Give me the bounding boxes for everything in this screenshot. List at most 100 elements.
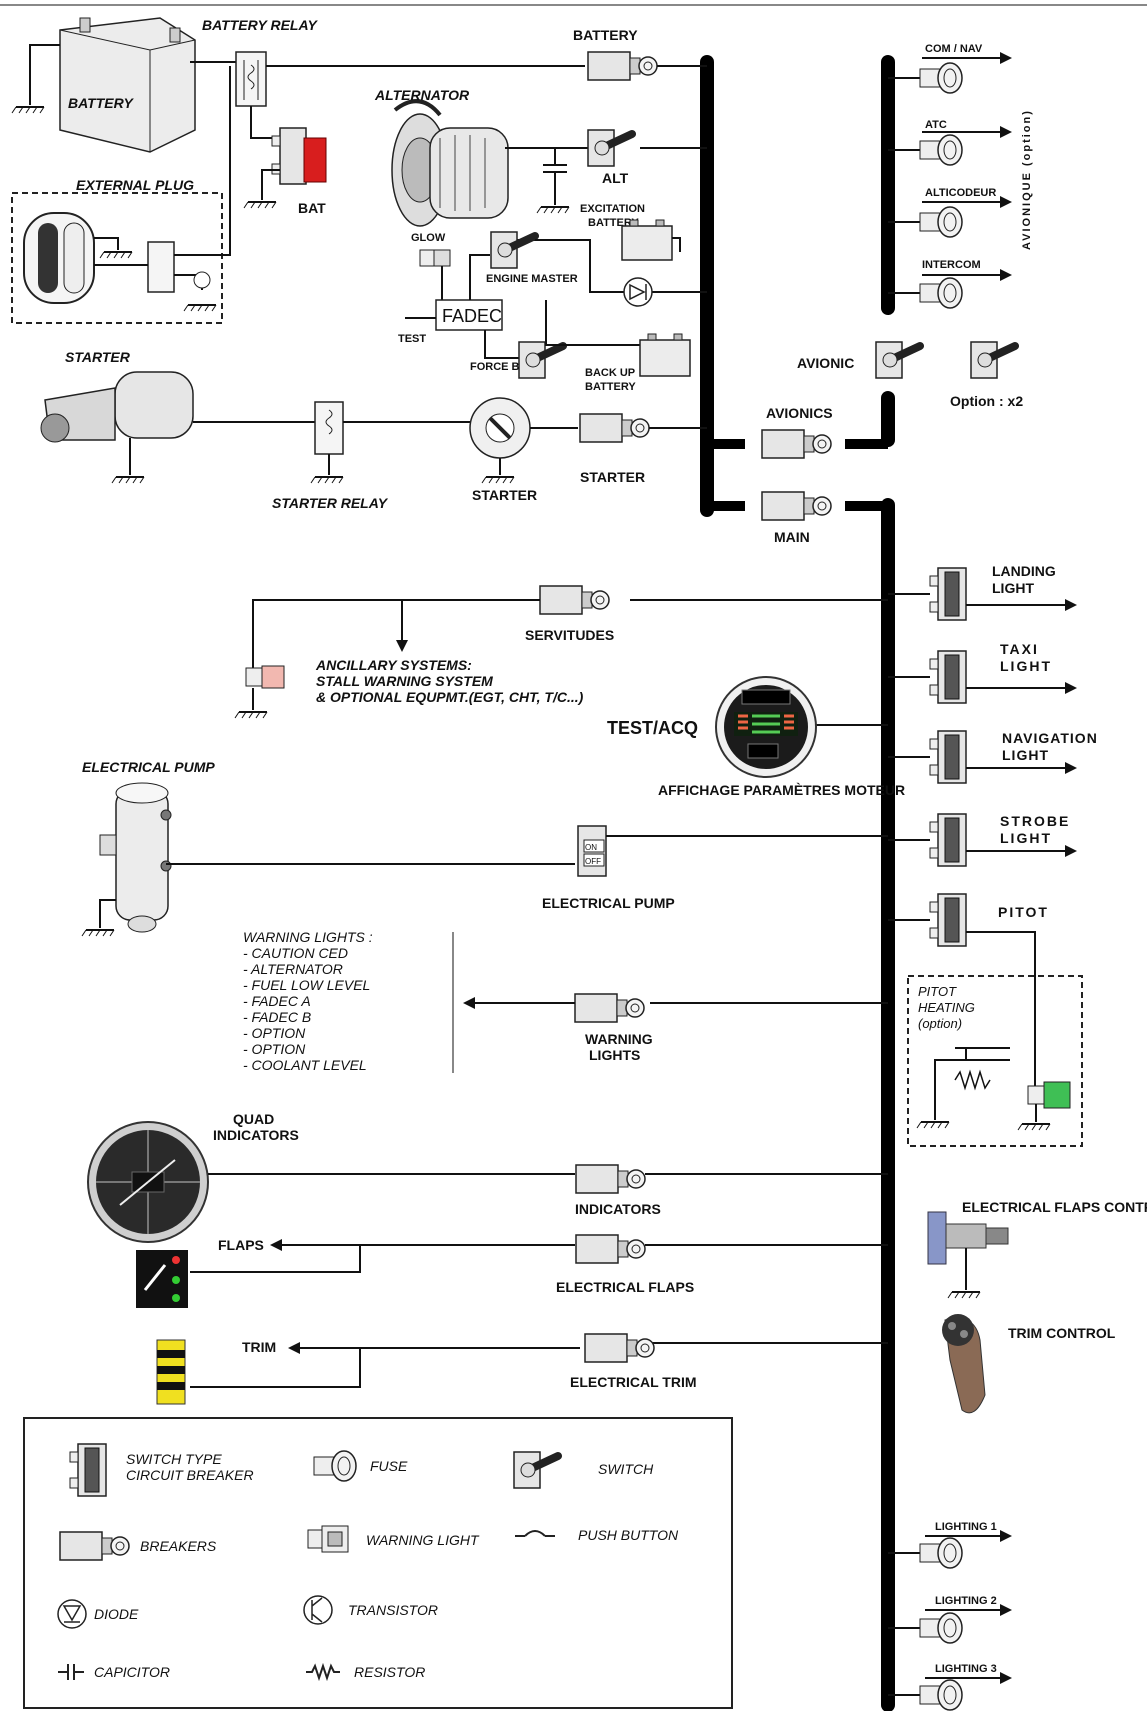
landing-label-1: LANDING [992,563,1056,579]
trim-indicator-wire [190,1348,361,1388]
trim-arrow [288,1342,300,1354]
main-breaker[interactable] [761,491,832,521]
warning-lights-breaker[interactable] [574,993,645,1023]
atc-label: ATC [925,119,947,131]
backup-battery-label-1: BACK UP [585,367,635,379]
bat-switch-label: BAT [298,200,326,216]
legend-push-button-icon [515,1530,555,1537]
starter-relay [314,401,344,455]
legend-switch-cb-label-1: SWITCH TYPE [126,1451,222,1467]
starter-motor [40,371,194,443]
electrical-trim-breaker[interactable] [584,1333,655,1363]
ground-icon [11,106,45,114]
starter-key-label: STARTER [472,487,537,503]
taxi-label-2: LIGHT [1000,658,1052,674]
electrical-flaps-label: ELECTRICAL FLAPS [556,1279,694,1295]
legend-capicitor-label: CAPICITOR [94,1664,170,1680]
alt-switch[interactable] [588,130,632,166]
legend-fuse-label: FUSE [370,1458,408,1474]
servitudes-label: SERVITUDES [525,627,614,643]
com-nav-fuse[interactable] [919,62,963,94]
warning-item: - CAUTION CED [243,945,348,961]
starter-breaker[interactable] [579,413,650,443]
glow-label: GLOW [411,232,446,244]
main-breaker-label: MAIN [774,529,810,545]
backup-battery [639,333,691,377]
intercom-fuse[interactable] [919,277,963,309]
electrical-trim-label: ELECTRICAL TRIM [570,1374,697,1390]
electrical-pump-switch[interactable]: ON OFF [577,825,607,877]
force-b-switch[interactable] [519,342,563,378]
ancillary-warning-light [245,665,285,689]
servitudes-breaker[interactable] [539,585,610,615]
alternator-label: ALTERNATOR [374,87,470,103]
lighting-1-label: LIGHTING 1 [935,1521,997,1533]
electrical-flaps-control-label: ELECTRICAL FLAPS CONTROL [962,1199,1147,1215]
battery-breaker[interactable] [587,51,658,81]
alt-switch-label: ALT [602,170,629,186]
option-switch[interactable] [971,342,1015,378]
ground-icon [916,1121,950,1129]
battery-label: BATTERY [68,95,134,111]
quad-indicators [87,1121,209,1243]
warning-items-list: - CAUTION CED - ALTERNATOR - FUEL LOW LE… [243,945,370,1073]
quad-indicators-label-2: INDICATORS [213,1127,299,1143]
lighting-1-fuse[interactable] [919,1537,963,1569]
ancillary-label-2: STALL WARNING SYSTEM [316,673,493,689]
strobe-light-switch[interactable] [929,813,967,867]
bat-switch[interactable] [271,127,327,185]
alticodeur-fuse[interactable] [919,206,963,238]
external-relay [147,241,175,293]
electrical-pump-breaker-label: ELECTRICAL PUMP [542,895,675,911]
indicators-breaker[interactable] [575,1164,646,1194]
pump-switch-off: OFF [585,857,601,866]
ground-icon [947,1291,981,1299]
avionic-switch-label: AVIONIC [797,355,854,371]
avionics-breaker[interactable] [761,429,832,459]
landing-light-switch[interactable] [929,567,967,621]
ground-icon [481,476,515,484]
plug-ground-wire [94,237,119,250]
ground-icon [310,476,344,484]
force-b-label: FORCE B [470,361,520,373]
starter-key[interactable] [469,397,531,459]
external-plug-box [11,192,223,324]
electrical-flaps-breaker[interactable] [575,1234,646,1264]
fadec-label: FADEC [442,306,502,326]
battery-breaker-label: BATTERY [573,27,638,43]
warning-item: - OPTION [243,1025,306,1041]
engine-master-label: ENGINE MASTER [486,273,578,285]
intercom-label: INTERCOM [922,259,981,271]
excitation-battery [621,219,673,261]
lighting-2-fuse[interactable] [919,1612,963,1644]
bat-switch-ground-wire [261,169,280,200]
battery-ground-wire [29,44,60,105]
flaps-control-switch[interactable] [927,1211,1009,1265]
legend-resistor-icon [306,1662,340,1682]
ground-icon [99,251,133,259]
legend-resistor-label: RESISTOR [354,1664,425,1680]
pitot-label: PITOT [998,904,1049,920]
lighting-3-fuse[interactable] [919,1679,963,1711]
taxi-light-switch[interactable] [929,650,967,704]
atc-fuse[interactable] [919,134,963,166]
ground-icon [81,929,115,937]
avionic-switch[interactable] [876,342,920,378]
engine-master-switch[interactable] [491,232,535,268]
navigation-light-switch[interactable] [929,730,967,784]
alticodeur-label: ALTICODEUR [925,187,996,199]
fadec-to-force-b [484,330,520,359]
test-label: TEST [398,333,426,345]
battery-relay [235,51,267,107]
warning-lights-title: WARNING LIGHTS : [243,929,373,945]
option-x2-label: Option : x2 [950,393,1023,409]
trim-control-handle[interactable] [942,1314,986,1414]
warning-lights-label-1: WARNING [585,1031,653,1047]
pitot-switch[interactable] [929,893,967,947]
legend-push-button-label: PUSH BUTTON [578,1527,679,1543]
ext-relay-to-main [174,66,231,256]
avionics-breaker-label: AVIONICS [766,405,833,421]
legend-warning-light-label: WARNING LIGHT [366,1532,480,1548]
starter-relay-label: STARTER RELAY [272,495,389,511]
